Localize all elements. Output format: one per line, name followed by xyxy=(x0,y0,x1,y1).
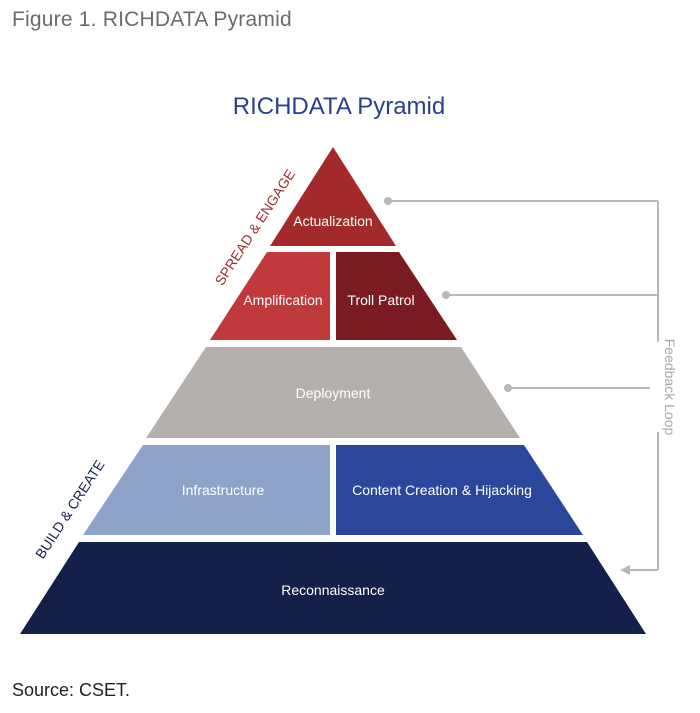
label-deployment: Deployment xyxy=(296,385,371,401)
layer-reconnaissance xyxy=(20,542,646,634)
layer-deployment xyxy=(146,347,520,438)
layer-actualization xyxy=(270,147,396,246)
loop-dot-troll-patrol xyxy=(442,291,450,299)
label-amplification: Amplification xyxy=(243,292,322,308)
label-content-creation: Content Creation & Hijacking xyxy=(352,482,532,498)
layer-infrastructure xyxy=(83,445,330,535)
feedback-label-backdrop xyxy=(650,342,668,432)
feedback-loop-label: Feedback Loop xyxy=(662,339,678,436)
layer-amplification xyxy=(210,252,330,340)
loop-dot-deployment xyxy=(504,384,512,392)
label-troll-patrol: Troll Patrol xyxy=(347,292,414,308)
label-reconnaissance: Reconnaissance xyxy=(281,582,385,598)
diagram-title: RICHDATA Pyramid xyxy=(233,93,445,120)
figure-caption: Figure 1. RICHDATA Pyramid xyxy=(12,8,292,31)
loop-dot-actualization xyxy=(384,197,392,205)
label-infrastructure: Infrastructure xyxy=(182,482,265,498)
layer-troll-patrol xyxy=(336,252,457,340)
source-note: Source: CSET. xyxy=(12,680,131,700)
layer-content-creation xyxy=(336,445,583,535)
loop-arrowhead xyxy=(620,565,630,575)
label-actualization: Actualization xyxy=(293,213,372,229)
